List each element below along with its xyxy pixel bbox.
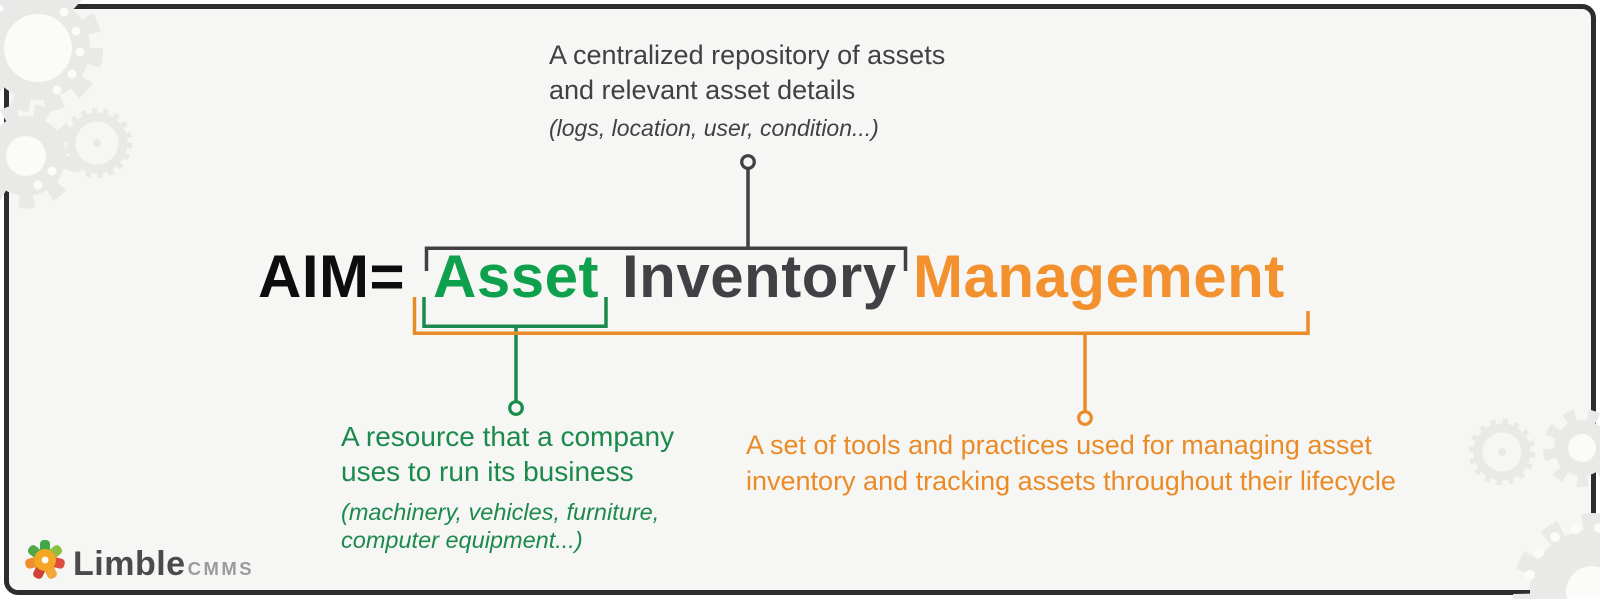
limble-cmms-logo: Limble CMMS: [24, 533, 254, 584]
cmms-logo-suffix: CMMS: [187, 558, 255, 579]
limble-gear-icon: [25, 540, 65, 579]
inventory-annotation-line2: and relevant asset details: [549, 75, 856, 105]
asset-annotation: A resource that a company uses to run it…: [341, 419, 674, 554]
inventory-annotation: A centralized repository of assets and r…: [549, 38, 945, 142]
title-word-asset: Asset: [433, 243, 599, 310]
inventory-annotation-line1: A centralized repository of assets: [549, 40, 946, 70]
asset-annotation-line2: uses to run its business: [341, 456, 634, 487]
management-annotation: A set of tools and practices used for ma…: [746, 427, 1396, 499]
title-aim-equals: AIM=: [258, 243, 406, 310]
asset-annotation-line1: A resource that a company: [341, 421, 675, 452]
management-annotation-line2: inventory and tracking assets throughout…: [746, 466, 1396, 496]
asset-annotation-note-line2: computer equipment...): [341, 527, 583, 553]
asset-annotation-note-line1: (machinery, vehicles, furniture,: [341, 499, 660, 525]
management-annotation-line1: A set of tools and practices used for ma…: [746, 430, 1372, 460]
title-word-management: Management: [913, 243, 1285, 310]
title-word-inventory: Inventory: [622, 243, 897, 310]
inventory-annotation-note: (logs, location, user, condition...): [549, 115, 879, 141]
limble-logo-text: Limble: [73, 545, 186, 583]
